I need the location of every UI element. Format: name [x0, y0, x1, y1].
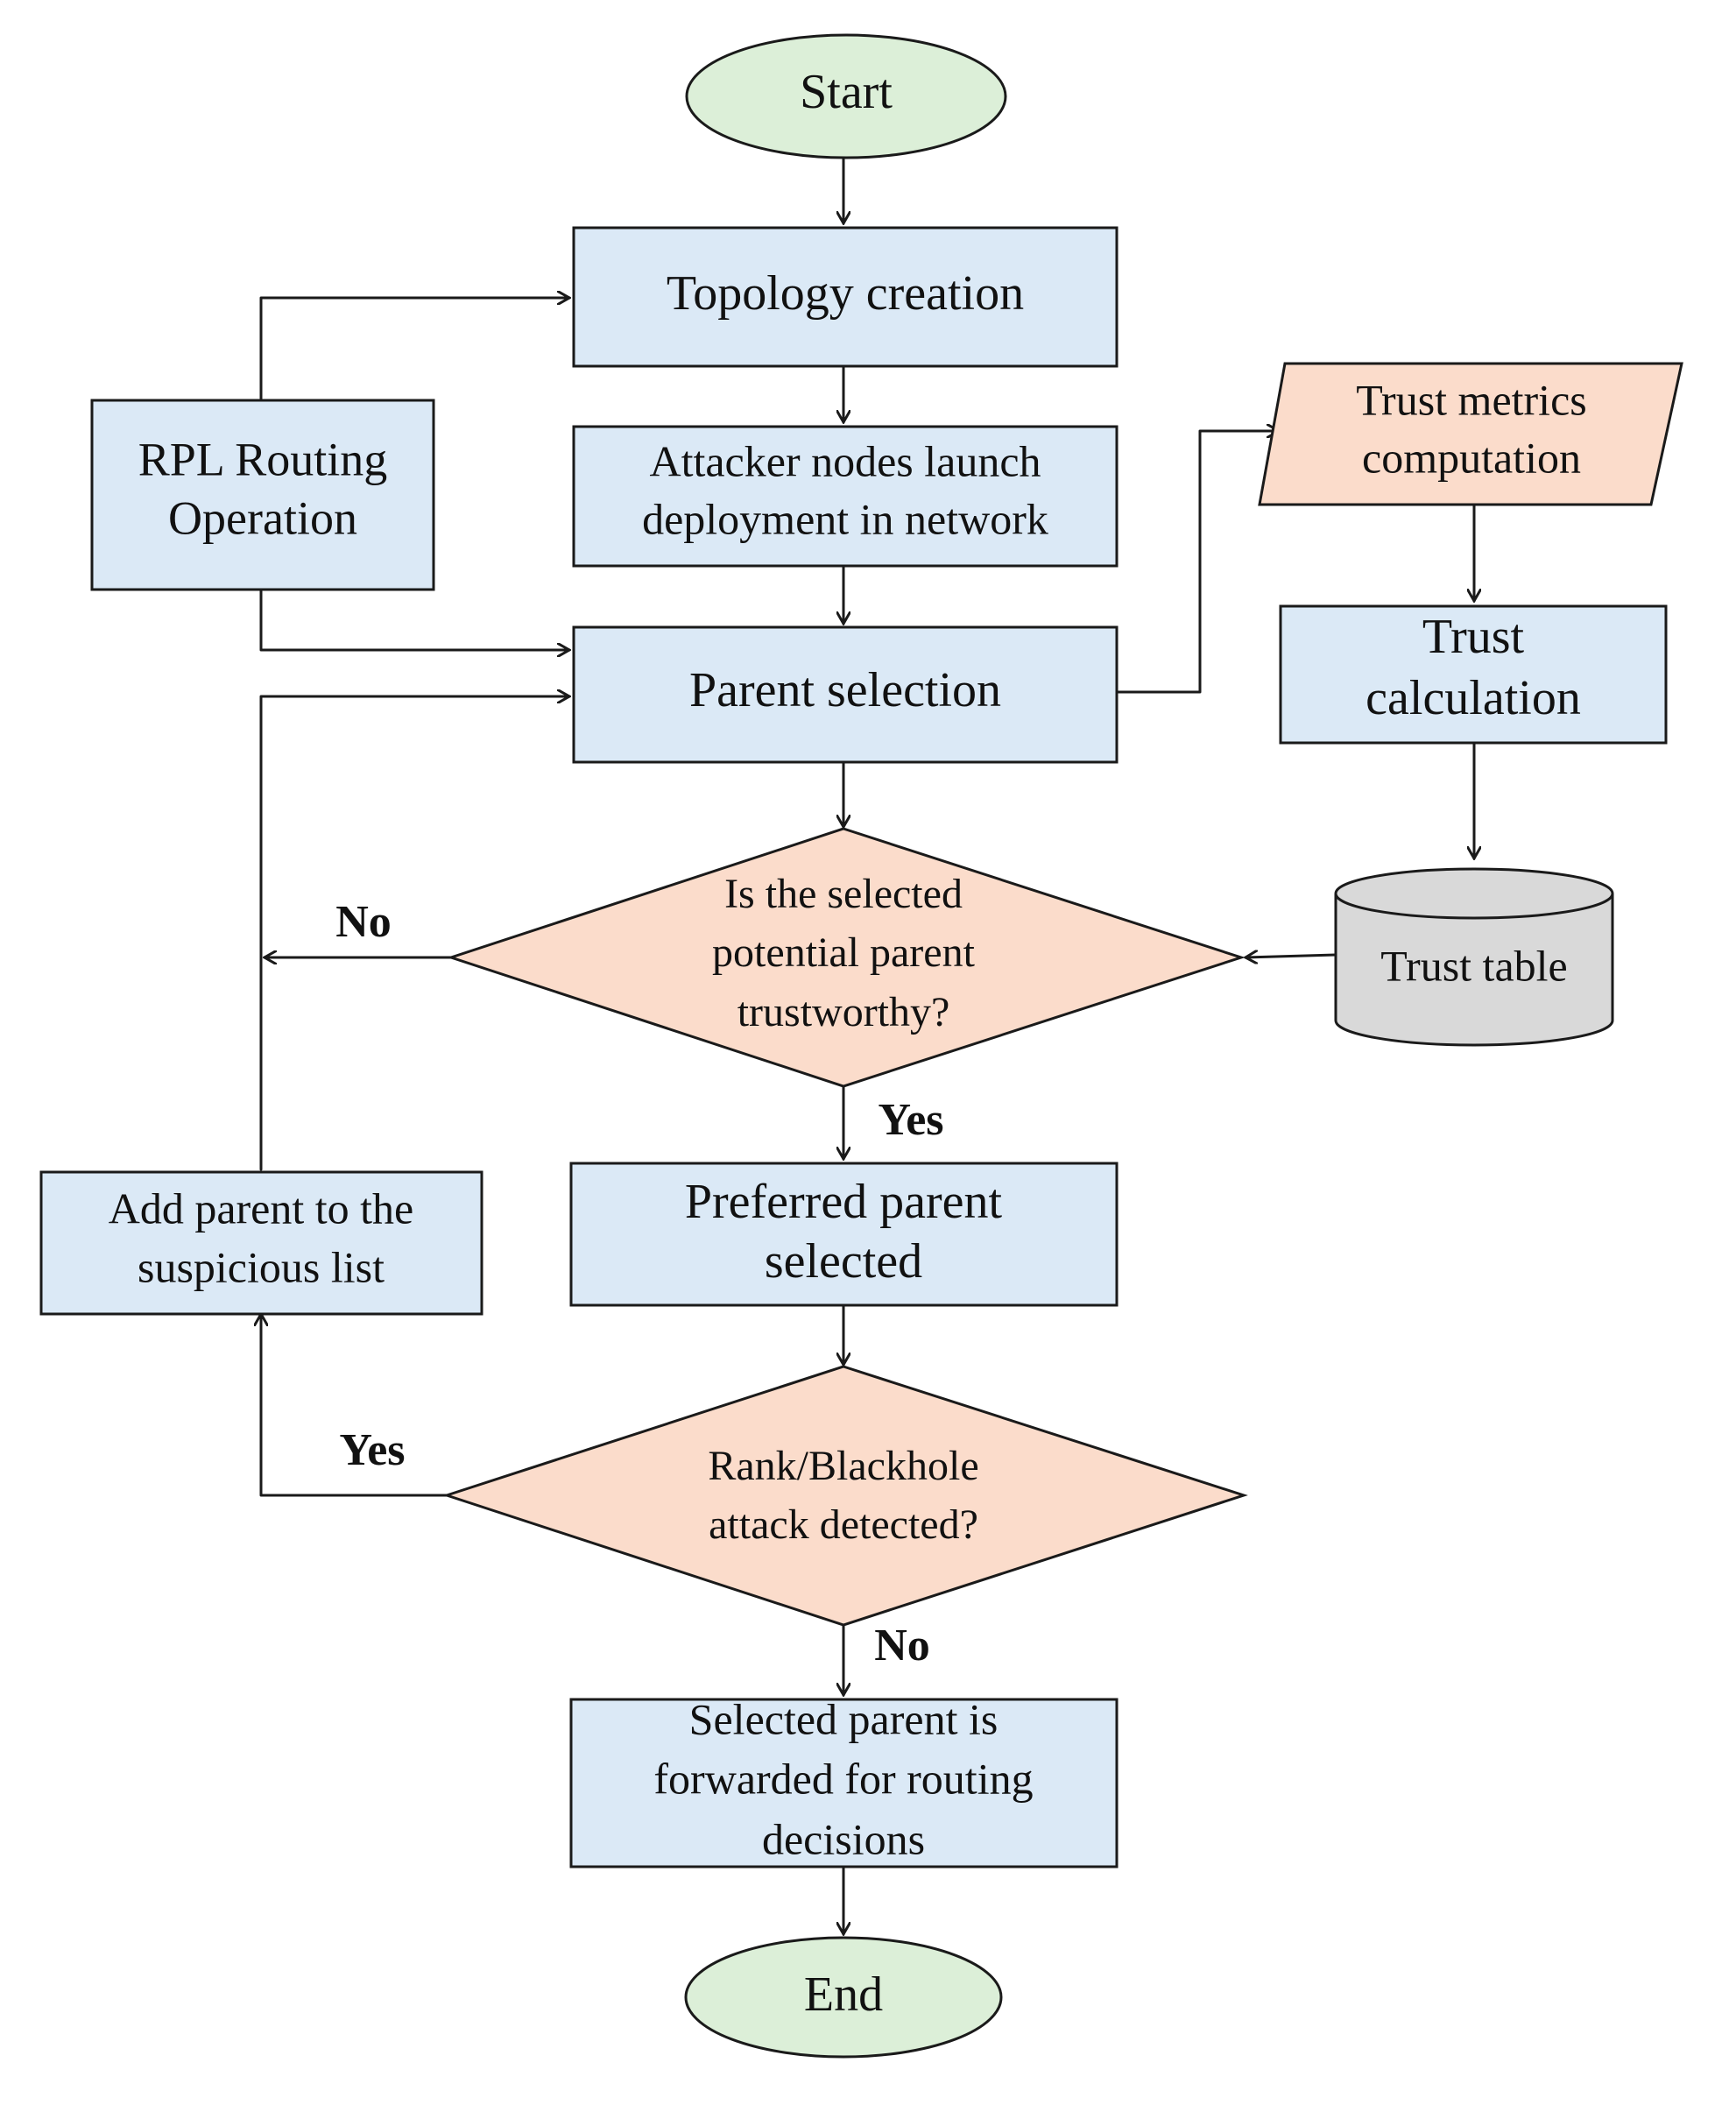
trust-metrics-label-line2: computation: [1362, 433, 1581, 482]
attacker-deployment-process: Attacker nodes launch deployment in netw…: [572, 425, 1119, 568]
preferred-parent-process: Preferred parent selected: [569, 1162, 1119, 1307]
trust-metrics-io: Trust metrics computation: [1258, 362, 1683, 506]
edge-label-no-trustworthy: No: [335, 897, 392, 947]
topology-creation-label: Topology creation: [667, 266, 1024, 321]
arrow-trust-table-to-decision: [1246, 955, 1337, 957]
forwarded-process: Selected parent is forwarded for routing…: [569, 1694, 1119, 1868]
attacker-deployment-label-line1: Attacker nodes launch: [649, 436, 1041, 485]
trust-table-top: [1334, 867, 1614, 920]
start-terminal: Start: [685, 33, 1007, 159]
topology-creation-process: Topology creation: [572, 226, 1119, 368]
forwarded-shape: [569, 1698, 1119, 1868]
rpl-routing-operation-label-line2: Operation: [168, 491, 357, 544]
attacker-deployment-label-line2: deployment in network: [642, 494, 1048, 543]
trust-calculation-label-line2: calculation: [1366, 671, 1581, 725]
forwarded-label-line3: decisions: [762, 1814, 925, 1863]
preferred-parent-shape: [569, 1162, 1119, 1307]
attack-detected-decision-label-line2: attack detected?: [709, 1501, 978, 1548]
add-suspicious-label-line1: Add parent to the: [109, 1183, 414, 1233]
topology-creation-shape: [572, 226, 1119, 368]
trustworthy-decision-label-line3: trustworthy?: [737, 989, 950, 1035]
attack-detected-decision: Rank/Blackhole attack detected?: [442, 1365, 1248, 1627]
preferred-parent-label-line1: Preferred parent: [685, 1175, 1003, 1229]
attacker-deployment-shape: [572, 425, 1119, 568]
edge-label-yes-trustworthy: Yes: [878, 1095, 943, 1145]
trust-calculation-process: Trust calculation: [1279, 604, 1668, 745]
arrow-rpl-to-parent-selection: [259, 588, 569, 650]
add-suspicious-shape: [39, 1170, 483, 1316]
trustworthy-decision-label-line1: Is the selected: [724, 871, 963, 917]
rpl-routing-operation-label-line1: RPL Routing: [138, 433, 388, 485]
connectors: [259, 156, 1474, 1934]
start-label: Start: [800, 65, 893, 119]
arrow-parent-selection-to-trust-metrics: [1115, 431, 1279, 694]
attack-detected-decision-label-line1: Rank/Blackhole: [708, 1443, 978, 1489]
arrow-add-suspicious-to-parent-selection: [259, 696, 569, 1171]
arrow-rpl-to-topology: [259, 298, 569, 400]
end-shape: [684, 1936, 1003, 2059]
attack-detected-decision-shape: [442, 1365, 1248, 1627]
end-label: End: [804, 1967, 883, 2022]
trust-table-database: Trust table: [1334, 867, 1614, 1047]
trust-metrics-label-line1: Trust metrics: [1356, 375, 1586, 424]
edge-label-no-attack: No: [874, 1621, 930, 1671]
preferred-parent-label-line2: selected: [765, 1234, 922, 1289]
arrow-attack-yes-to-add-suspicious: [261, 1314, 448, 1497]
rpl-routing-operation-process: RPL Routing Operation: [90, 399, 435, 591]
add-suspicious-label-line2: suspicious list: [138, 1242, 385, 1291]
trust-metrics-shape: [1258, 362, 1683, 506]
end-terminal: End: [684, 1936, 1003, 2059]
trustworthy-decision: Is the selected potential parent trustwo…: [447, 827, 1246, 1088]
trust-table-shape: [1334, 894, 1614, 1047]
trustworthy-decision-label-line2: potential parent: [712, 929, 976, 976]
add-suspicious-process: Add parent to the suspicious list: [39, 1170, 483, 1316]
trustworthy-decision-shape: [447, 827, 1246, 1088]
parent-selection-label: Parent selection: [689, 663, 1001, 717]
parent-selection-shape: [572, 625, 1119, 764]
start-shape: [685, 33, 1007, 159]
parent-selection-process: Parent selection: [572, 625, 1119, 764]
forwarded-label-line2: forwarded for routing: [653, 1754, 1033, 1803]
rpl-routing-operation-shape: [90, 399, 435, 591]
edge-label-yes-attack: Yes: [339, 1425, 405, 1475]
trust-calculation-shape: [1279, 604, 1668, 745]
trust-table-label: Trust table: [1380, 941, 1567, 990]
trust-calculation-label-line1: Trust: [1422, 610, 1525, 664]
forwarded-label-line1: Selected parent is: [689, 1694, 999, 1743]
